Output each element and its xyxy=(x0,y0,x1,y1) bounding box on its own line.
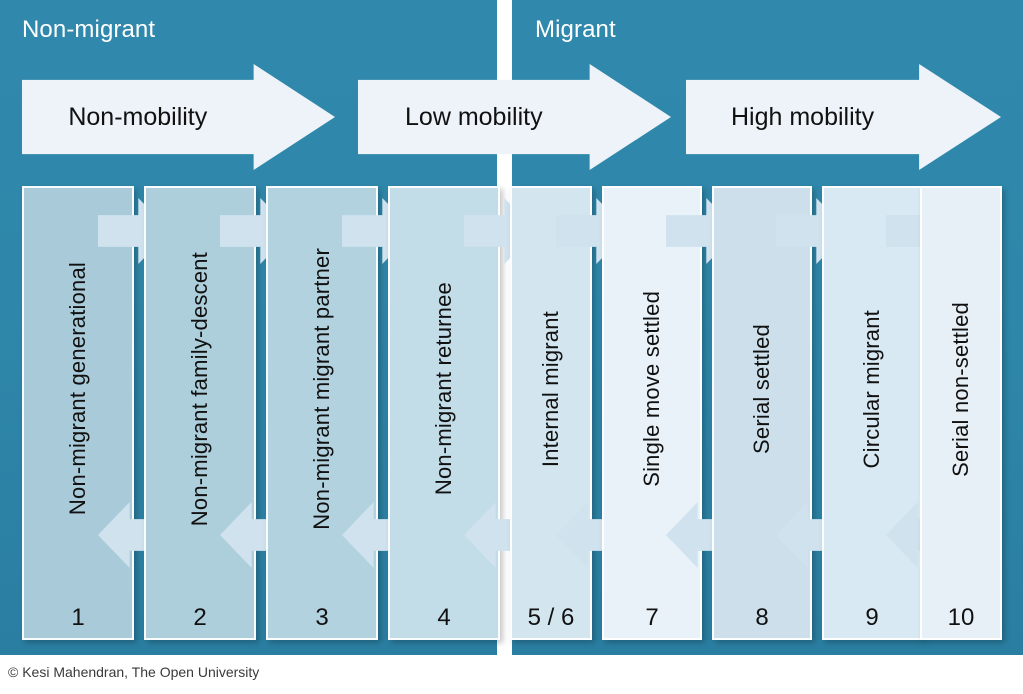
category-column-number: 3 xyxy=(315,604,329,631)
category-label-text: Serial non-settled xyxy=(948,301,973,477)
category-column-number: 10 xyxy=(947,604,975,631)
category-label-text: Non-migrant migrant partner xyxy=(309,248,334,530)
band-high-mobility: High mobility xyxy=(686,64,1001,170)
category-column-number: 8 xyxy=(755,604,769,631)
category-column-9[interactable]: Circular migrant 9 xyxy=(822,186,922,640)
band-label-low-mobility: Low mobility xyxy=(405,102,543,131)
category-label-text: Serial settled xyxy=(749,324,774,454)
category-column-2[interactable]: Non-migrant family-descent 2 xyxy=(144,186,256,640)
category-label-text: Internal migrant xyxy=(538,310,563,468)
category-column-4[interactable]: Non-migrant returnee 4 xyxy=(388,186,500,640)
category-label-text: Circular migrant xyxy=(859,309,884,469)
category-column-3[interactable]: Non-migrant migrant partner 3 xyxy=(266,186,378,640)
category-column-number: 5 / 6 xyxy=(527,604,575,631)
category-label-text: Non-migrant family-descent xyxy=(187,251,212,527)
category-column-1[interactable]: Non-migrant generational 1 xyxy=(22,186,134,640)
category-label-text: Single move settled xyxy=(639,291,664,487)
category-column-7[interactable]: Single move settled 7 xyxy=(602,186,702,640)
category-column-number: 4 xyxy=(437,604,451,631)
band-label-non-mobility: Non-mobility xyxy=(68,102,208,131)
panel-title-non-migrant: Non-migrant xyxy=(22,16,156,43)
category-column-label: Serial non-settled xyxy=(922,188,1000,590)
category-column-number: 2 xyxy=(193,604,207,631)
category-column-number: 9 xyxy=(865,604,879,631)
category-column-8[interactable]: Serial settled 8 xyxy=(712,186,812,640)
category-label-text: Non-migrant returnee xyxy=(431,282,456,496)
category-label-text: Non-migrant generational xyxy=(65,262,90,516)
category-column-number: 1 xyxy=(71,604,85,631)
category-column-56[interactable]: Internal migrant 5 / 6 xyxy=(510,186,592,640)
category-column-number: 7 xyxy=(645,604,659,631)
band-label-high-mobility: High mobility xyxy=(730,102,875,131)
category-column-10[interactable]: Serial non-settled 10 xyxy=(920,186,1002,640)
copyright-caption: © Kesi Mahendran, The Open University xyxy=(8,664,260,680)
panel-title-migrant: Migrant xyxy=(535,16,616,43)
band-low-mobility: Low mobility xyxy=(358,64,671,170)
band-non-mobility: Non-mobility xyxy=(22,64,335,170)
